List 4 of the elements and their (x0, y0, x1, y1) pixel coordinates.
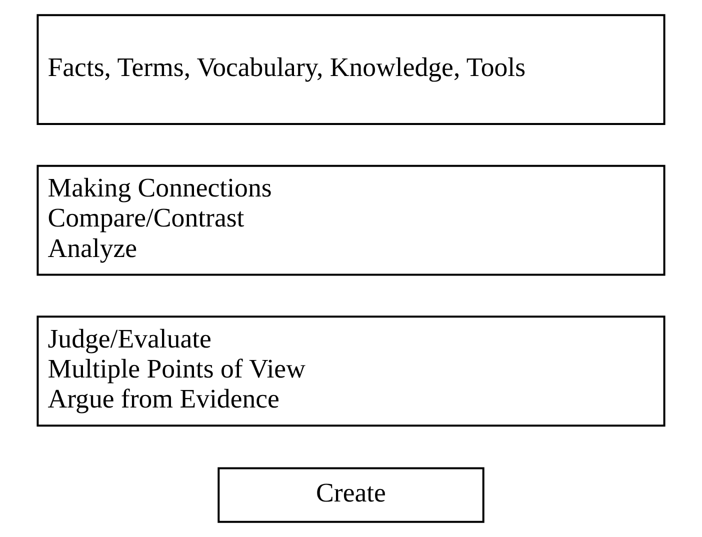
node-box: Create (218, 467, 484, 523)
node-box: Making Connections Compare/Contrast Analyze (36, 164, 666, 276)
node-box: Facts, Terms, Vocabulary, Knowledge, Tools (36, 14, 666, 125)
node-box: Judge/Evaluate Multiple Points of View Argue from Evidence (36, 316, 666, 427)
